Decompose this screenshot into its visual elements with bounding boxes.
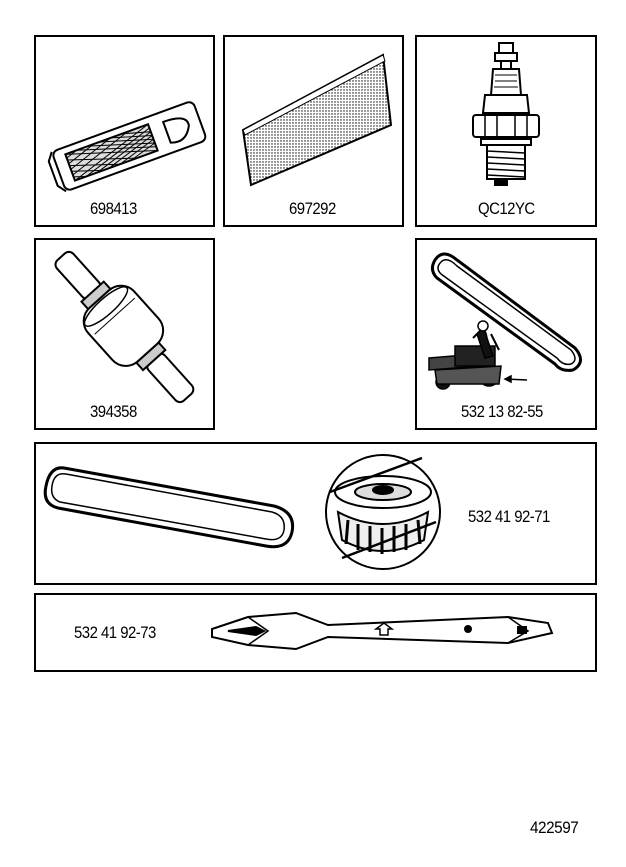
part-number-deck-belt-pulley: 532 41 92-71 <box>468 507 550 526</box>
part-box-pre-filter: 697292 <box>223 35 404 227</box>
part-box-spark-plug: QC12YC <box>415 35 597 227</box>
part-number-spark-plug: QC12YC <box>478 199 535 218</box>
part-box-fuel-filter: 394358 <box>34 238 215 430</box>
part-box-deck-belt-pulley: 532 41 92-71 <box>34 442 597 585</box>
figure-id: 422597 <box>530 818 579 837</box>
mower-blade-icon <box>211 611 554 651</box>
part-number-drive-belt: 532 13 82-55 <box>461 402 543 421</box>
part-number-pre-filter: 697292 <box>289 199 336 218</box>
fuel-filter-icon <box>54 250 195 404</box>
air-filter-cartridge-icon <box>47 101 207 193</box>
part-box-air-filter: 698413 <box>34 35 215 227</box>
pulley-icon <box>325 454 441 570</box>
part-number-mower-blade: 532 41 92-73 <box>74 623 156 642</box>
part-box-drive-belt: 532 13 82-55 <box>415 238 597 430</box>
part-number-fuel-filter: 394358 <box>90 402 137 421</box>
part-number-air-filter: 698413 <box>90 199 137 218</box>
spark-plug-icon <box>472 42 540 186</box>
foam-pre-filter-icon <box>241 53 393 187</box>
deck-belt-icon <box>43 466 295 549</box>
drive-belt-with-tractor-icon <box>428 252 582 390</box>
part-box-mower-blade: 532 41 92-73 <box>34 593 597 672</box>
